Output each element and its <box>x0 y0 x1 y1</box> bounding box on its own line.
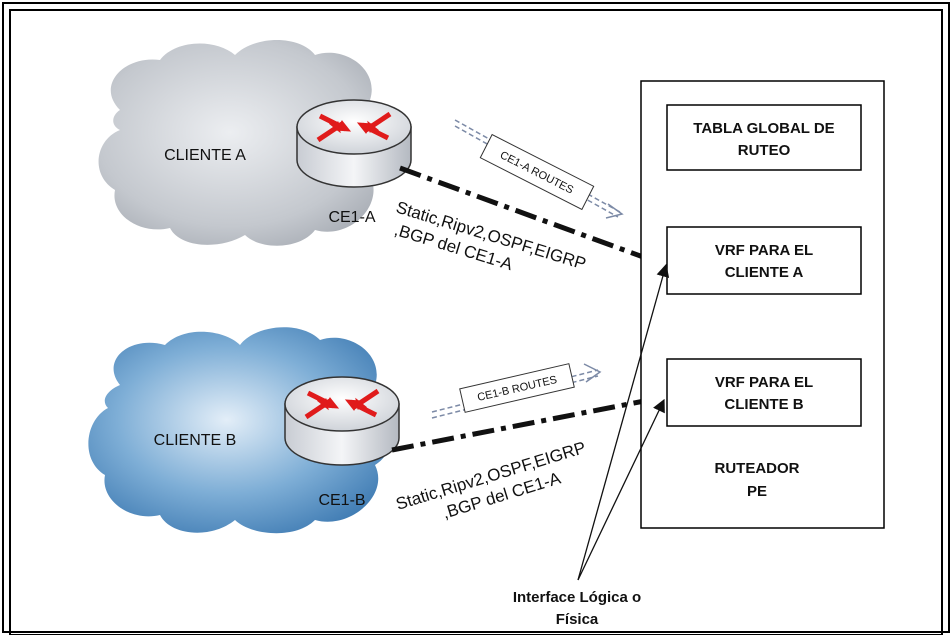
router-b-label: CE1-B <box>318 492 365 509</box>
router-ce-b: CE1-B <box>284 376 400 509</box>
vrf-a-line1: VRF PARA EL <box>715 242 813 259</box>
cloud-b-label: CLIENTE B <box>154 432 237 449</box>
global-table-line1: TABLA GLOBAL DE <box>693 120 834 137</box>
vrf-a-box: VRF PARA EL CLIENTE A <box>666 226 862 295</box>
pe-router-line1: RUTEADOR <box>715 460 800 477</box>
link-ce-b-to-vrf-b <box>391 394 666 453</box>
cloud-a-label: CLIENTE A <box>164 147 246 164</box>
pe-router-line2: PE <box>747 483 767 500</box>
global-table-box: TABLA GLOBAL DE RUTEO <box>666 104 862 171</box>
interface-note-line1: Interface Lógica o <box>513 589 641 606</box>
vrf-b-line2: CLIENTE B <box>724 396 803 413</box>
link-ce-a-to-vrf-a <box>399 165 666 268</box>
interface-note: Interface Lógica o Física <box>513 589 641 628</box>
vrf-b-line1: VRF PARA EL <box>715 374 813 391</box>
protocols-b: Static,Ripv2,OSPF,EIGRP ,BGP del CE1-A <box>394 438 588 523</box>
routes-tag-a: CE1-A ROUTES <box>454 119 624 219</box>
inner-frame <box>9 9 943 635</box>
routes-tag-b: CE1-B ROUTES <box>431 363 602 419</box>
pe-router-label: RUTEADOR PE <box>715 460 800 500</box>
cloud-client-a: CLIENTE A <box>98 40 391 246</box>
router-arrows-icon <box>304 388 380 420</box>
router-a-label: CE1-A <box>328 209 375 226</box>
router-arrows-icon <box>316 111 392 143</box>
vrf-a-line2: CLIENTE A <box>725 264 804 281</box>
protocols-a: Static,Ripv2,OSPF,EIGRP ,BGP del CE1-A <box>392 198 588 275</box>
global-table-line2: RUTEO <box>738 142 791 159</box>
interface-pointers <box>577 263 670 581</box>
router-ce-a: CE1-A <box>296 99 412 226</box>
vrf-b-box: VRF PARA EL CLIENTE B <box>666 358 862 427</box>
interface-note-line2: Física <box>556 611 599 628</box>
